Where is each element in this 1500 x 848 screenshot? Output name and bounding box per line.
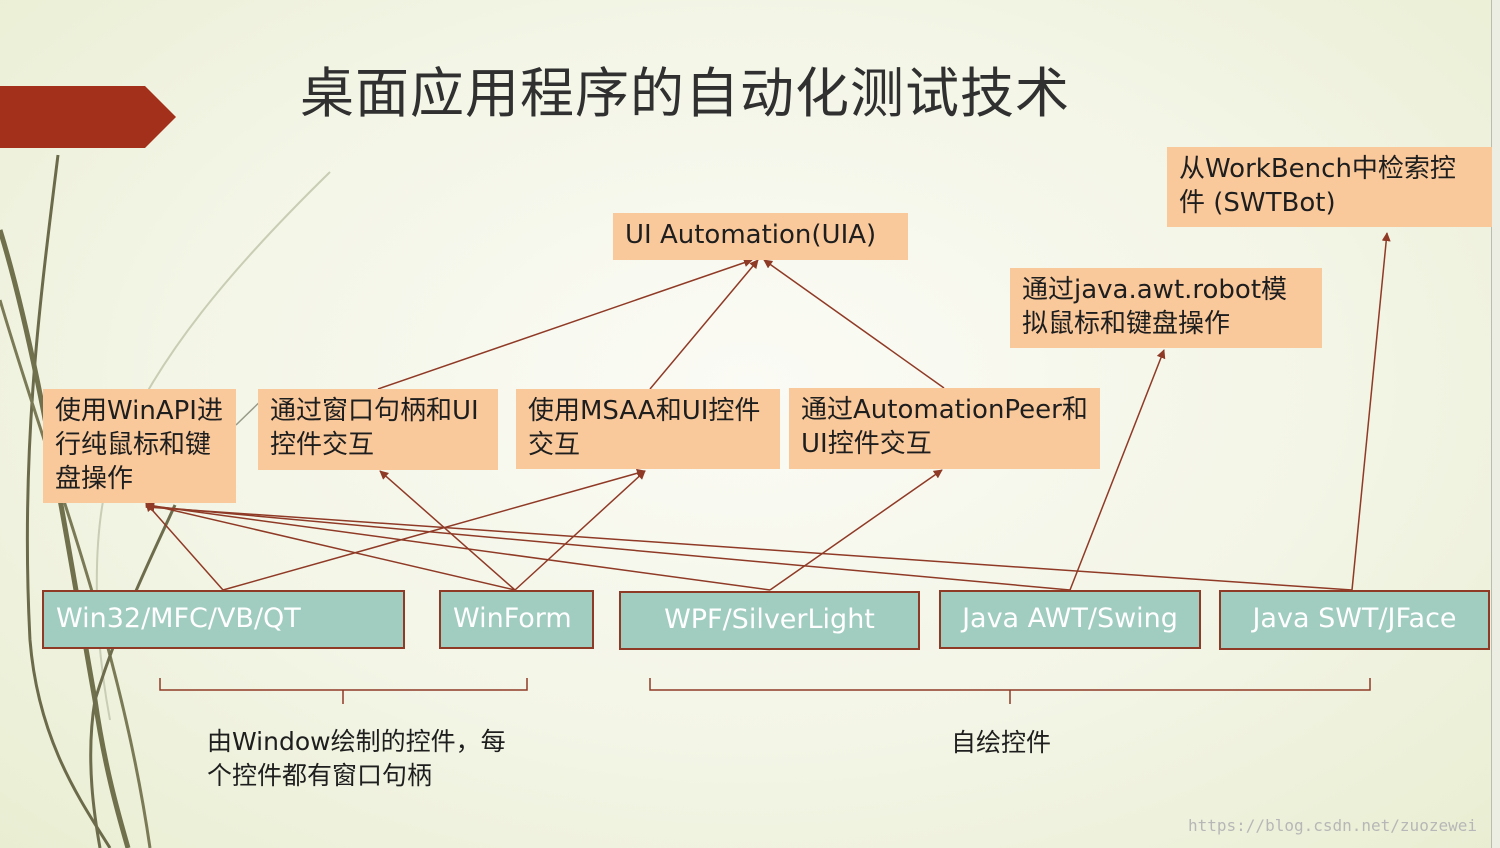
platform-java-swt: Java SWT/JFace — [1219, 590, 1490, 650]
watermark-url: https://blog.csdn.net/zuozewei — [1188, 816, 1477, 835]
window-handle-box: 通过窗口句柄和UI控件交互 — [258, 389, 498, 470]
arrow-wpf-to-winapi — [145, 501, 771, 591]
arrow-msaa-to-uia — [649, 259, 759, 390]
caption-window-drawn: 由Window绘制的控件，每个控件都有窗口句柄 — [207, 727, 506, 790]
brace-self-drawn — [649, 678, 1371, 704]
platform-wpf: WPF/SilverLight — [619, 591, 920, 650]
uia-box: UI Automation(UIA) — [613, 213, 908, 260]
arrow-winform-to-msaa — [514, 470, 646, 591]
arrow-java-swt-to-winapi — [145, 503, 1353, 591]
arrow-winform-to-window-handle — [379, 470, 516, 591]
platform-winform: WinForm — [439, 590, 594, 649]
window-edge — [1491, 0, 1500, 848]
arrow-win32-to-winapi — [145, 502, 224, 591]
caption-self-drawn: 自绘控件 — [951, 728, 1052, 757]
arrow-winform-to-winapi — [145, 501, 516, 591]
arrow-win32-to-msaa — [222, 468, 646, 591]
platform-win32: Win32/MFC/VB/QT — [42, 590, 405, 649]
arrow-window-handle-to-uia — [377, 258, 753, 390]
awt-robot-box: 通过java.awt.robot模拟鼠标和键盘操作 — [1010, 268, 1322, 348]
automation-peer-box: 通过AutomationPeer和UI控件交互 — [789, 388, 1100, 469]
arrow-java-awt-to-robot — [1069, 349, 1166, 591]
arrow-java-awt-to-winapi — [145, 502, 1071, 591]
arrow-wpf-to-automation-peer — [769, 469, 943, 591]
title-accent-banner — [0, 86, 176, 148]
arrow-automation-peer-to-uia — [763, 259, 945, 389]
arrow-java-swt-to-swtbot — [1351, 232, 1391, 591]
swtbot-box: 从WorkBench中检索控件 (SWTBot) — [1167, 147, 1492, 227]
page-title: 桌面应用程序的自动化测试技术 — [300, 62, 1070, 126]
msaa-box: 使用MSAA和UI控件交互 — [516, 389, 780, 469]
winapi-box: 使用WinAPI进行纯鼠标和键盘操作 — [43, 389, 236, 503]
platform-java-awt: Java AWT/Swing — [939, 590, 1201, 649]
brace-window-drawn — [159, 678, 528, 704]
